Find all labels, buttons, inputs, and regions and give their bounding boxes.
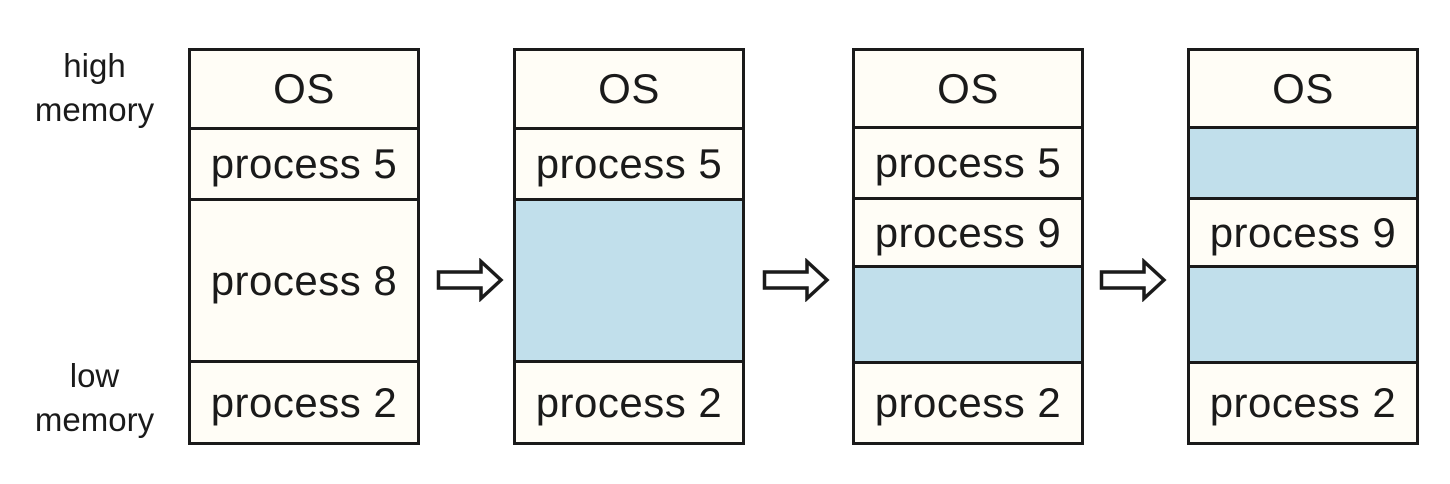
memory-segment-process-2: process 2 bbox=[855, 360, 1081, 443]
right-arrow-icon bbox=[436, 258, 504, 302]
memory-hole bbox=[855, 265, 1081, 361]
memory-segment-os: OS bbox=[191, 51, 417, 128]
high-memory-label: high memory bbox=[12, 44, 177, 132]
low-memory-label-line2: memory bbox=[34, 401, 155, 438]
low-memory-label: low memory bbox=[12, 354, 177, 442]
memory-hole bbox=[1190, 126, 1416, 198]
memory-segment-process-5: process 5 bbox=[191, 127, 417, 199]
memory-segment-os: OS bbox=[1190, 51, 1416, 127]
memory-diagram-state-4: OS process 9 process 2 bbox=[1187, 48, 1419, 445]
high-memory-label-line1: high bbox=[63, 47, 126, 84]
low-memory-label-line1: low bbox=[69, 357, 120, 394]
memory-segment-process-9: process 9 bbox=[855, 197, 1081, 266]
memory-diagram-state-2: OS process 5 process 2 bbox=[513, 48, 745, 445]
memory-hole bbox=[516, 198, 742, 361]
memory-segment-process-9: process 9 bbox=[1190, 197, 1416, 266]
memory-diagram-state-1: OS process 5 process 8 process 2 bbox=[188, 48, 420, 445]
memory-segment-process-2: process 2 bbox=[516, 360, 742, 442]
right-arrow-icon bbox=[1099, 258, 1167, 302]
memory-segment-os: OS bbox=[516, 51, 742, 128]
memory-segment-process-5: process 5 bbox=[855, 126, 1081, 198]
memory-segment-process-2: process 2 bbox=[191, 360, 417, 442]
right-arrow-icon bbox=[762, 258, 830, 302]
memory-segment-process-2: process 2 bbox=[1190, 360, 1416, 443]
memory-hole bbox=[1190, 265, 1416, 361]
memory-diagram-state-3: OS process 5 process 9 process 2 bbox=[852, 48, 1084, 445]
memory-segment-process-5: process 5 bbox=[516, 127, 742, 199]
memory-segment-os: OS bbox=[855, 51, 1081, 127]
high-memory-label-line2: memory bbox=[34, 91, 155, 128]
memory-segment-process-8: process 8 bbox=[191, 198, 417, 361]
